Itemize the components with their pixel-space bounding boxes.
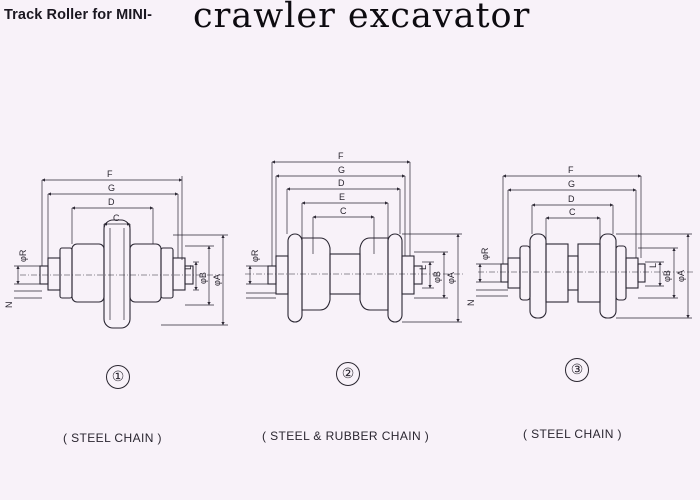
roller-3-label-g: G (568, 179, 575, 189)
roller-2-drawing: F G D E C L φB φA φR (245, 151, 465, 323)
roller-3-label-f: F (568, 165, 574, 175)
roller-3-label-l: L (648, 263, 658, 268)
roller-2-label-l: L (418, 265, 428, 270)
roller-2-label-g: G (338, 165, 345, 175)
roller-2-label-a: φA (446, 272, 456, 284)
roller-1-label-d: D (108, 197, 115, 207)
roller-3-caption: ( STEEL CHAIN ) (523, 427, 622, 441)
title-main: crawler excavator (193, 0, 531, 36)
roller-2-label-b: φB (432, 271, 442, 283)
roller-3-label-a: φA (676, 270, 686, 282)
roller-3-label-d: D (568, 194, 575, 204)
roller-2-label-d: D (338, 178, 345, 188)
roller-3-label-c: C (569, 207, 576, 217)
roller-1-label-r: φR (18, 249, 28, 262)
roller-1-label-n: N (4, 302, 14, 309)
roller-2-label-r: φR (250, 249, 260, 262)
roller-1-label-l: L (183, 265, 193, 270)
roller-1-label-b: φB (198, 272, 208, 284)
roller-2-number: ② (336, 362, 360, 386)
roller-1-drawing: F G D C L φB φA φR N (4, 169, 228, 329)
roller-2-label-f: F (338, 151, 344, 161)
roller-2-caption: ( STEEL & RUBBER CHAIN ) (262, 429, 430, 443)
title-prefix: Track Roller for MINI- (4, 7, 153, 23)
roller-3-label-b: φB (662, 270, 672, 282)
roller-3-label-n: N (466, 300, 476, 307)
roller-1-label-f: F (107, 169, 113, 179)
roller-3-label-r: φR (480, 247, 490, 260)
roller-2-label-c: C (340, 206, 347, 216)
roller-3-number: ③ (565, 358, 589, 382)
roller-1-caption: ( STEEL CHAIN ) (63, 431, 162, 445)
roller-1-label-c: C (113, 213, 120, 223)
roller-1-label-g: G (108, 183, 115, 193)
roller-3-drawing: F G D C L φB φA φR N (466, 165, 695, 319)
roller-1-number: ① (106, 365, 130, 389)
roller-2-label-e: E (339, 192, 345, 202)
roller-1-label-a: φA (212, 274, 222, 286)
